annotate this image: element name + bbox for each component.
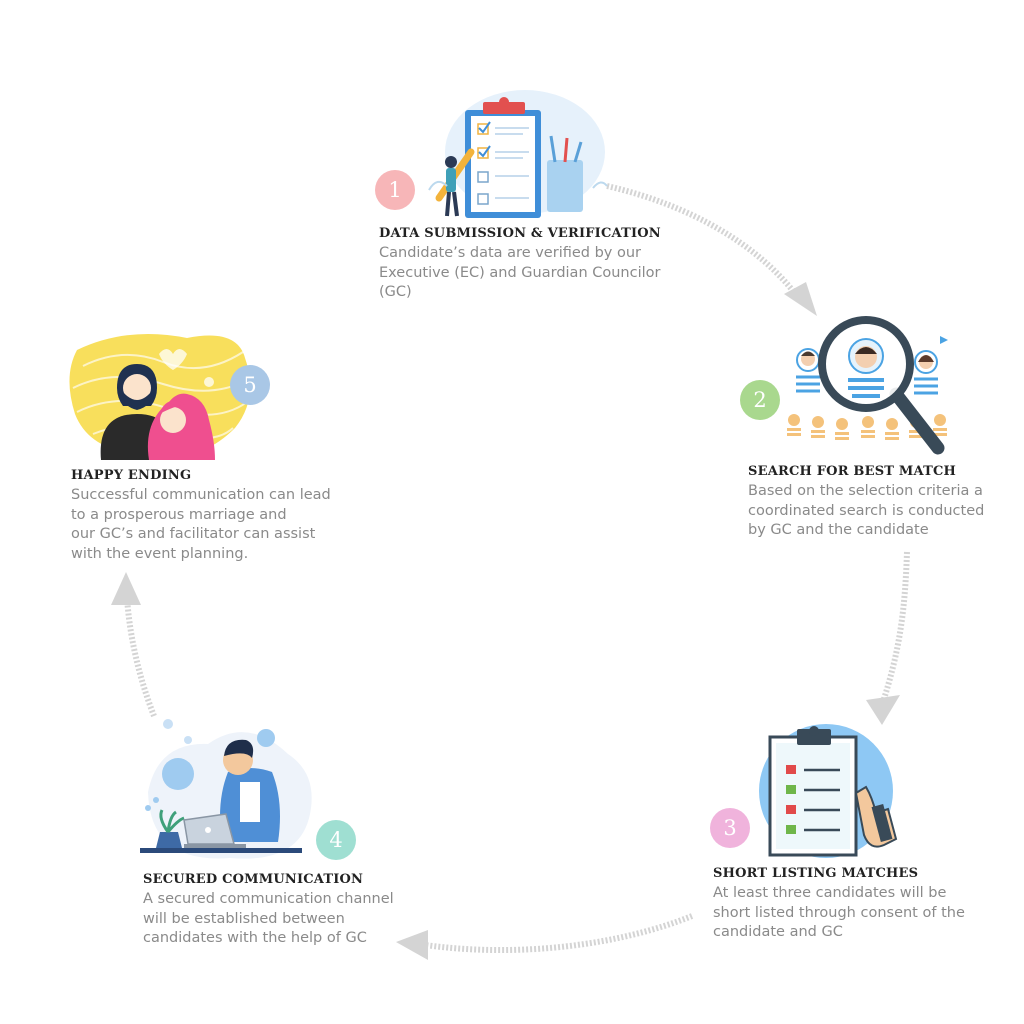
step-3-number-badge: 3	[710, 808, 750, 848]
step-5: HAPPY ENDING Successful communication ca…	[71, 468, 361, 564]
desc-line: short listed through consent of the	[713, 904, 965, 921]
step-4-description: A secured communication channel will be …	[143, 890, 423, 949]
desc-line: At least three candidates will be	[713, 885, 947, 901]
step-2-title: SEARCH FOR BEST MATCH	[748, 464, 956, 479]
step-4-title: SECURED COMMUNICATION	[143, 872, 364, 887]
desc-line: candidates with the help of GC	[143, 930, 367, 946]
desc-line: will be established between	[143, 910, 345, 927]
arrow-2-to-3	[879, 551, 910, 706]
arrowhead-5	[111, 572, 141, 605]
desc-line: Based on the selection criteria a	[748, 483, 983, 499]
arrowhead-3	[866, 695, 900, 725]
step-4: SECURED COMMUNICATION A secured communic…	[143, 872, 423, 949]
desc-line: Successful communication can lead	[71, 487, 331, 503]
desc-line: candidate and GC	[713, 924, 843, 940]
desc-line: by GC and the candidate	[748, 522, 929, 538]
step-3-title: SHORT LISTING MATCHES	[713, 866, 919, 881]
step-5-number-badge: 5	[230, 365, 270, 405]
step-1-description: Candidate’s data are verified by our Exe…	[379, 244, 679, 303]
step-2-number-badge: 2	[740, 380, 780, 420]
magnifier-search-icon	[787, 316, 948, 455]
shortlist-clipboard-icon	[759, 724, 898, 858]
desc-line: with the event planning.	[71, 545, 249, 562]
arrow-1-to-2	[606, 183, 803, 302]
step-3-description: At least three candidates will be short …	[713, 884, 1003, 943]
desc-line: our GC’s and facilitator can assist	[71, 526, 316, 542]
profile-card-left	[796, 348, 820, 393]
step-1-number-badge: 1	[375, 170, 415, 210]
step-2-description: Based on the selection criteria a coordi…	[748, 482, 1018, 541]
step-2: SEARCH FOR BEST MATCH Based on the selec…	[748, 464, 1018, 541]
desc-line: (GC)	[379, 284, 412, 300]
happy-couple-icon	[69, 334, 252, 460]
desc-line: Candidate’s data are verified by our	[379, 245, 642, 261]
secure-chat-laptop-icon	[140, 719, 312, 859]
arrow-3-to-4	[424, 913, 694, 953]
profile-card-right	[914, 350, 938, 395]
step-1: DATA SUBMISSION & VERIFICATION Candidate…	[379, 226, 679, 303]
clipboard-checklist-icon	[428, 90, 608, 218]
arrow-4-to-5	[124, 597, 157, 718]
step-5-title: HAPPY ENDING	[71, 468, 192, 483]
desc-line: A secured communication channel	[143, 891, 394, 907]
desc-line: coordinated search is conducted	[748, 502, 985, 519]
arrowhead-4	[396, 930, 428, 960]
step-5-description: Successful communication can lead to a p…	[71, 486, 361, 564]
desc-line: to a prosperous marriage and	[71, 506, 287, 523]
step-3: SHORT LISTING MATCHES At least three can…	[713, 866, 1003, 943]
step-4-number-badge: 4	[316, 820, 356, 860]
desc-line: Executive (EC) and Guardian Councilor	[379, 264, 661, 281]
step-1-title: DATA SUBMISSION & VERIFICATION	[379, 226, 661, 241]
arrowhead-2	[784, 282, 817, 316]
